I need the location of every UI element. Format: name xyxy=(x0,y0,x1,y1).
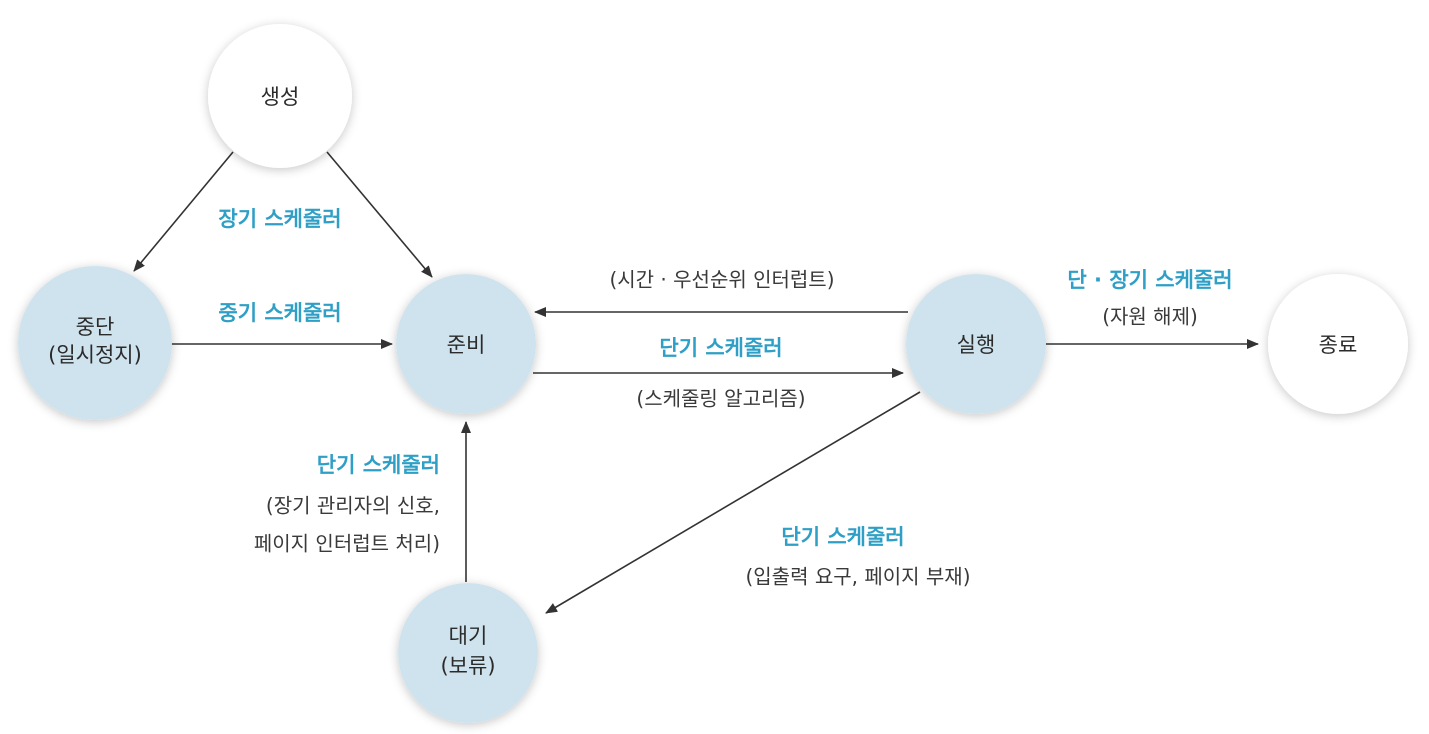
label-page-interrupt-handling: 페이지 인터럽트 처리) xyxy=(254,532,440,556)
arrow-create-to-suspend xyxy=(133,151,234,272)
label-short-long-term-scheduler: 단 · 장기 스케줄러 xyxy=(1067,268,1232,292)
label-short-term-scheduler-block: 단기 스케줄러 xyxy=(781,525,904,549)
label-long-term-manager-signal: (장기 관리자의 신호, xyxy=(266,494,440,518)
label-scheduling-algorithm: (스케줄링 알고리즘) xyxy=(636,387,805,411)
state-suspend: 중단 (일시정지) xyxy=(18,266,172,420)
label-io-request-page-fault: (입출력 요구, 페이지 부재) xyxy=(745,565,970,589)
arrow-running-to-blocked xyxy=(545,391,921,614)
state-create-label: 생성 xyxy=(261,85,300,109)
state-suspend-label: 중단 xyxy=(76,315,115,339)
state-suspend-sublabel: (일시정지) xyxy=(48,343,142,367)
state-blocked-sublabel: (보류) xyxy=(440,654,495,678)
state-exit-label: 종료 xyxy=(1319,333,1358,357)
label-resource-release: (자원 해제) xyxy=(1102,305,1198,329)
state-ready: 준비 xyxy=(396,274,536,414)
label-short-term-scheduler-dispatch: 단기 스케줄러 xyxy=(659,336,782,360)
arrow-create-to-ready xyxy=(326,151,433,278)
state-blocked-label: 대기 xyxy=(449,624,488,648)
label-time-priority-interrupt: (시간 · 우선순위 인터럽트) xyxy=(609,268,834,292)
state-ready-label: 준비 xyxy=(447,333,486,357)
state-create: 생성 xyxy=(208,24,352,168)
state-exit: 종료 xyxy=(1268,274,1408,414)
label-long-term-scheduler: 장기 스케줄러 xyxy=(218,207,341,231)
state-running: 실행 xyxy=(906,274,1046,414)
label-short-term-scheduler-wakeup: 단기 스케줄러 xyxy=(317,453,440,477)
state-running-label: 실행 xyxy=(957,333,996,357)
state-blocked: 대기 (보류) xyxy=(398,583,538,723)
label-mid-term-scheduler: 중기 스케줄러 xyxy=(218,301,341,325)
